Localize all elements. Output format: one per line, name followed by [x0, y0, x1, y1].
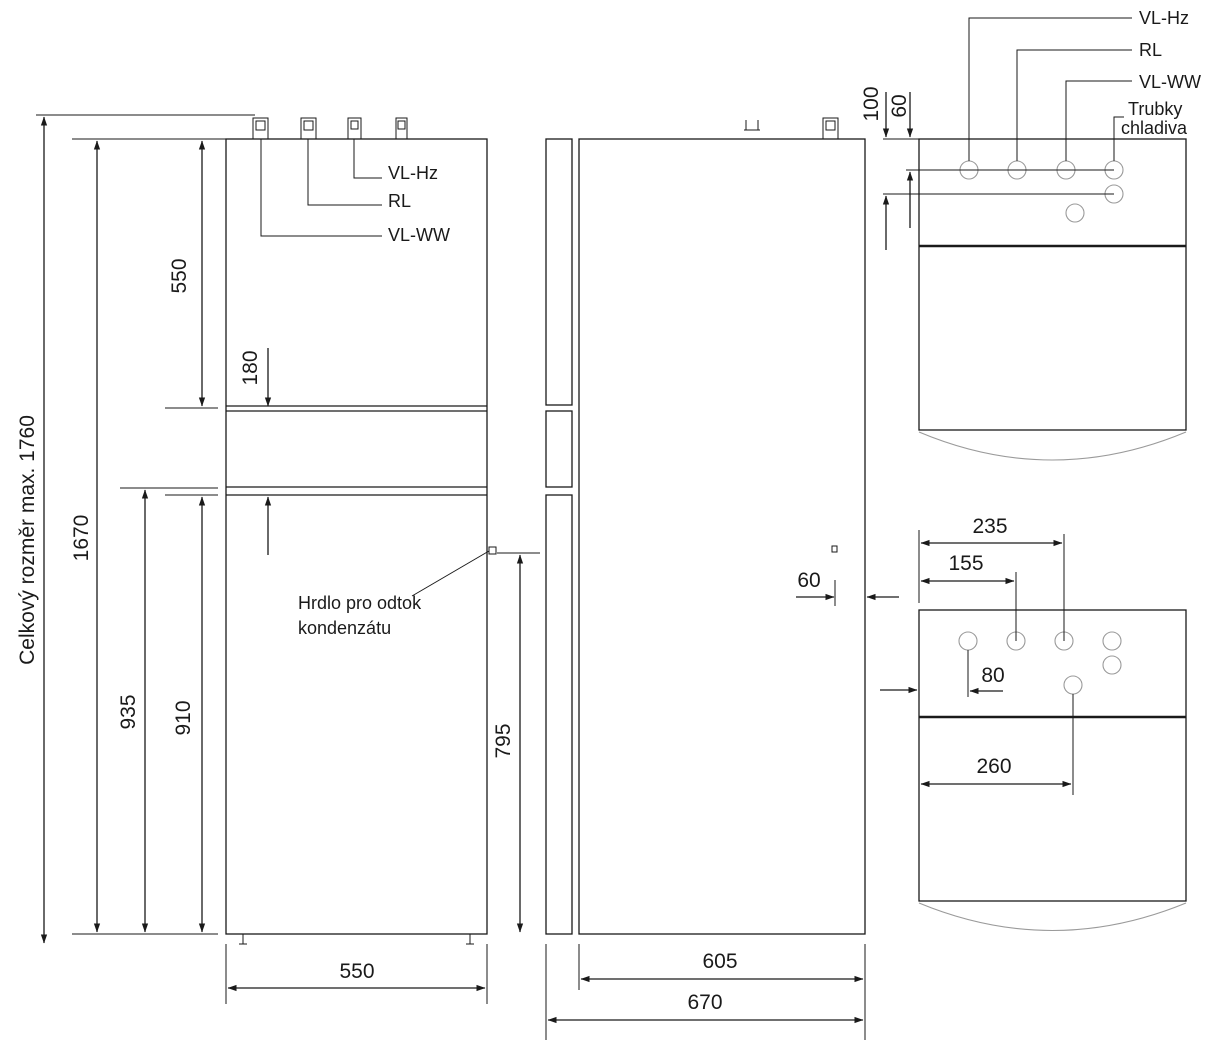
- side-cabinet-outline: [578, 138, 866, 935]
- top-label-vl-hz: VL-Hz: [1139, 8, 1189, 28]
- top-label-vl-ww: VL-WW: [1139, 72, 1201, 92]
- side-pipe-stubs: [744, 117, 839, 140]
- dim-60-top: 60: [888, 94, 911, 117]
- front-label-vl-ww: VL-WW: [388, 225, 450, 245]
- dim-605: 605: [702, 950, 737, 973]
- dim-670: 670: [687, 991, 722, 1014]
- lower-connection-circle-1: [958, 631, 978, 651]
- top-view-upper: VL-Hz RL VL-WW Trubky chladiva 100 60: [860, 8, 1201, 461]
- top-label-refrigerant-line1: Trubky: [1128, 99, 1182, 119]
- connection-circle-condensate: [1065, 203, 1085, 223]
- front-label-vl-hz: VL-Hz: [388, 163, 438, 183]
- lower-connection-circle-5: [1102, 655, 1122, 675]
- dim-overall-height: Celkový rozměr max. 1760: [16, 415, 39, 665]
- dim-1670: 1670: [70, 515, 93, 562]
- front-view: VL-Hz RL VL-WW Hrdlo pro odtok kondenzát…: [16, 114, 540, 1004]
- condensate-label-line2: kondenzátu: [298, 618, 391, 638]
- dim-550-vertical: 550: [168, 258, 191, 293]
- lower-connection-circle-6: [1063, 675, 1083, 695]
- dim-60-side: 60: [797, 569, 820, 592]
- top-view-lower: 235 155 80 260: [880, 515, 1187, 931]
- condensate-label-line1: Hrdlo pro odtok: [298, 593, 422, 613]
- front-label-rl: RL: [388, 191, 411, 211]
- dim-180: 180: [239, 350, 262, 385]
- dim-100: 100: [860, 86, 883, 121]
- front-cabinet-outline: [225, 138, 488, 935]
- dim-235: 235: [972, 515, 1007, 538]
- side-panel-middle: [545, 410, 573, 488]
- dim-260: 260: [976, 755, 1011, 778]
- side-panel-lower: [545, 494, 573, 935]
- dim-910: 910: [172, 700, 195, 735]
- top-view-upper-outline: [918, 138, 1187, 431]
- top-label-rl: RL: [1139, 40, 1162, 60]
- dim-795: 795: [492, 723, 515, 758]
- dim-935: 935: [117, 694, 140, 729]
- dim-155: 155: [948, 552, 983, 575]
- dim-550-width: 550: [339, 960, 374, 983]
- condensate-outlet: [488, 546, 497, 555]
- dim-80: 80: [981, 664, 1004, 687]
- top-view-lower-outline: [918, 609, 1187, 902]
- side-panel-upper: [545, 138, 573, 406]
- front-pipe-stubs: [252, 117, 408, 140]
- lower-connection-circle-4: [1102, 631, 1122, 651]
- top-label-refrigerant-line2: chladiva: [1121, 118, 1188, 138]
- side-view: 60 605 670: [545, 117, 899, 1040]
